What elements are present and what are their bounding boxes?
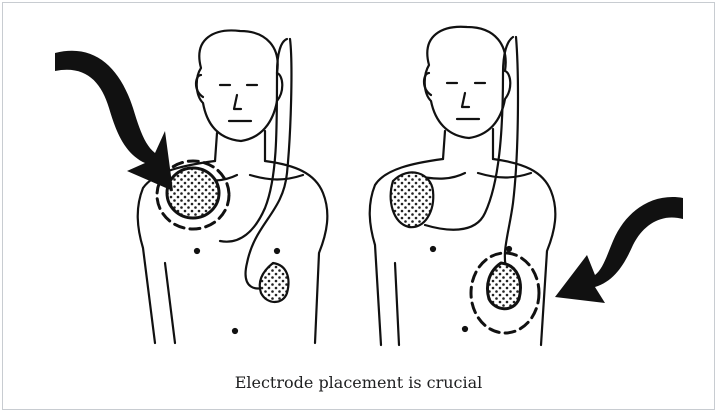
electrode-cable [220,39,287,242]
arrow-left-figure [55,51,173,191]
arm-line [395,263,399,345]
electrode-cable [425,37,513,230]
collarbone [478,173,531,178]
navel [233,329,237,333]
lower-left-side-pad [488,263,521,309]
arrow-right-figure [555,197,683,303]
collarbone [250,175,303,180]
nose [234,95,241,109]
nipple [431,247,435,251]
navel [463,327,467,331]
electrode-placement-illustration [15,13,705,353]
torso-outline [493,159,555,345]
figure-right [370,27,683,345]
figure-caption: Electrode placement is crucial [3,373,714,392]
figure-left [55,30,327,343]
head [425,27,511,138]
neck [443,131,445,159]
nose [462,93,469,107]
neck [215,133,217,161]
head [197,30,283,141]
nipple [507,247,511,251]
nipple [195,249,199,253]
lower-left-side-pad [260,263,289,302]
nipple [275,249,279,253]
upper-right-chest-pad [167,168,219,218]
arm-line [165,263,175,343]
upper-right-chest-pad [391,172,434,227]
figure-frame: Electrode placement is crucial [2,2,715,410]
